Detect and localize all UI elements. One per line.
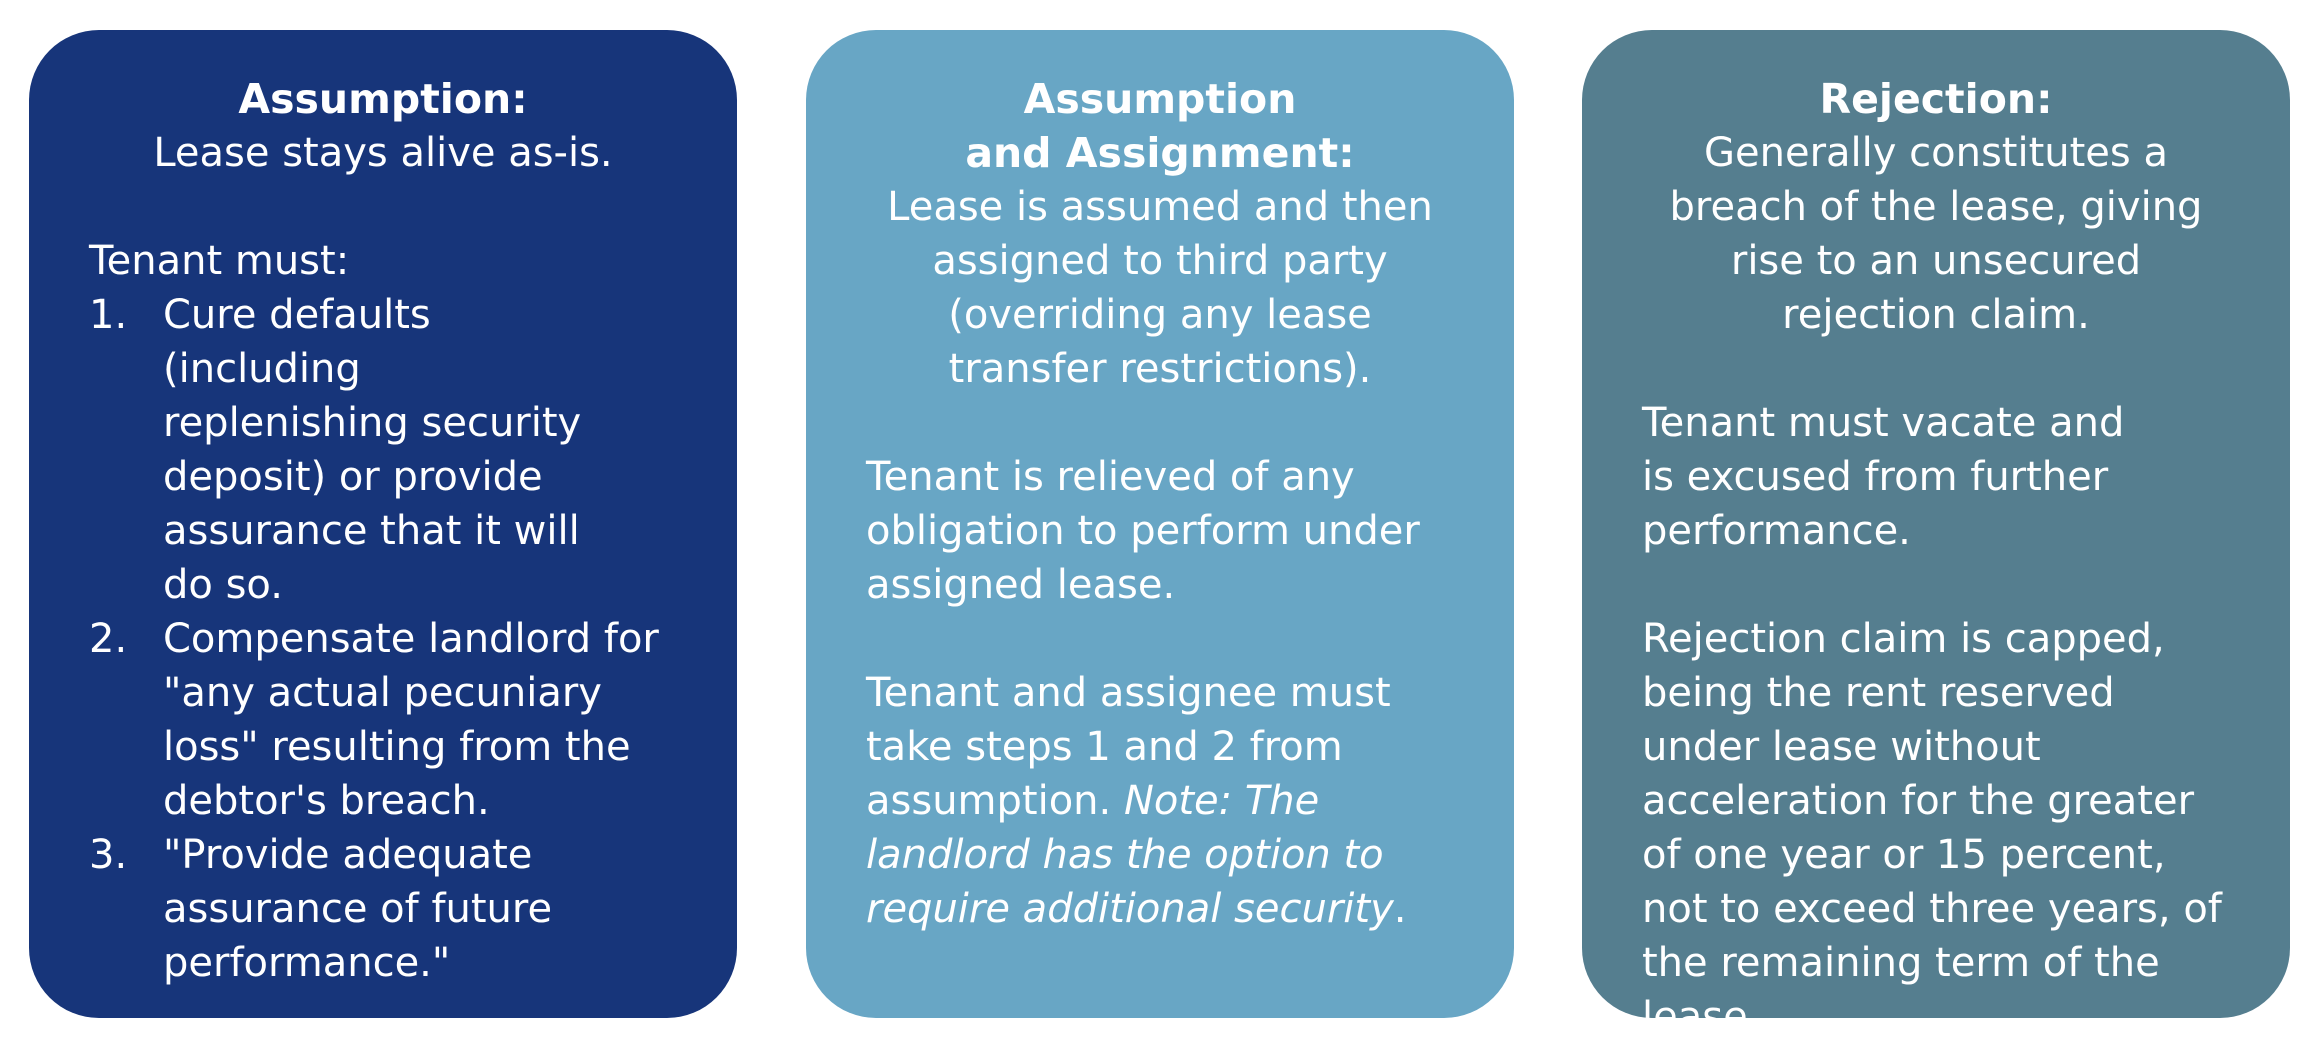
assumption-card: Assumption: Lease stays alive as-is. Ten… [29, 30, 737, 1018]
step-text: Cure defaults (including replenishing se… [163, 292, 582, 608]
rejection-para1: Tenant must vacate and is excused from f… [1642, 400, 2125, 554]
assumption-summary: Lease stays alive as-is. [153, 130, 613, 176]
step-number: 3. [89, 832, 128, 878]
step-number: 2. [89, 616, 128, 662]
assignment-heading-line1: Assumption [1023, 75, 1297, 123]
assignment-note: Note: The landlord has the option to req… [866, 778, 1394, 932]
assignment-para2-text: Tenant and assignee must take steps 1 an… [866, 670, 1391, 824]
assumption-intro: Tenant must: [89, 238, 350, 284]
rejection-summary: Generally constitutes a breach of the le… [1669, 130, 2203, 338]
assumption-heading: Assumption: [238, 75, 528, 123]
step-text: "Provide adequate assurance of future pe… [163, 832, 553, 986]
assumption-assignment-card: Assumption and Assignment: Lease is assu… [806, 30, 1514, 1018]
assumption-step-2: 2. Compensate landlord for "any actual p… [89, 612, 677, 828]
assignment-para1: Tenant is relieved of any obligation to … [866, 454, 1420, 608]
rejection-para2: Rejection claim is capped, being the ren… [1642, 616, 2222, 1040]
assignment-para2: Tenant and assignee must take steps 1 an… [866, 666, 1454, 936]
step-text: Compensate landlord for "any actual pecu… [163, 616, 659, 824]
assignment-heading-line2: and Assignment: [965, 129, 1355, 177]
assignment-summary: Lease is assumed and then assigned to th… [887, 184, 1433, 392]
assignment-para2-end: . [1393, 886, 1407, 932]
step-number: 1. [89, 292, 128, 338]
assumption-step-3: 3. "Provide adequate assurance of future… [89, 828, 677, 990]
rejection-heading: Rejection: [1819, 75, 2053, 123]
assumption-steps: 1. Cure defaults (including replenishing… [89, 288, 677, 990]
rejection-card: Rejection: Generally constitutes a breac… [1582, 30, 2290, 1040]
assumption-step-1: 1. Cure defaults (including replenishing… [89, 288, 677, 612]
